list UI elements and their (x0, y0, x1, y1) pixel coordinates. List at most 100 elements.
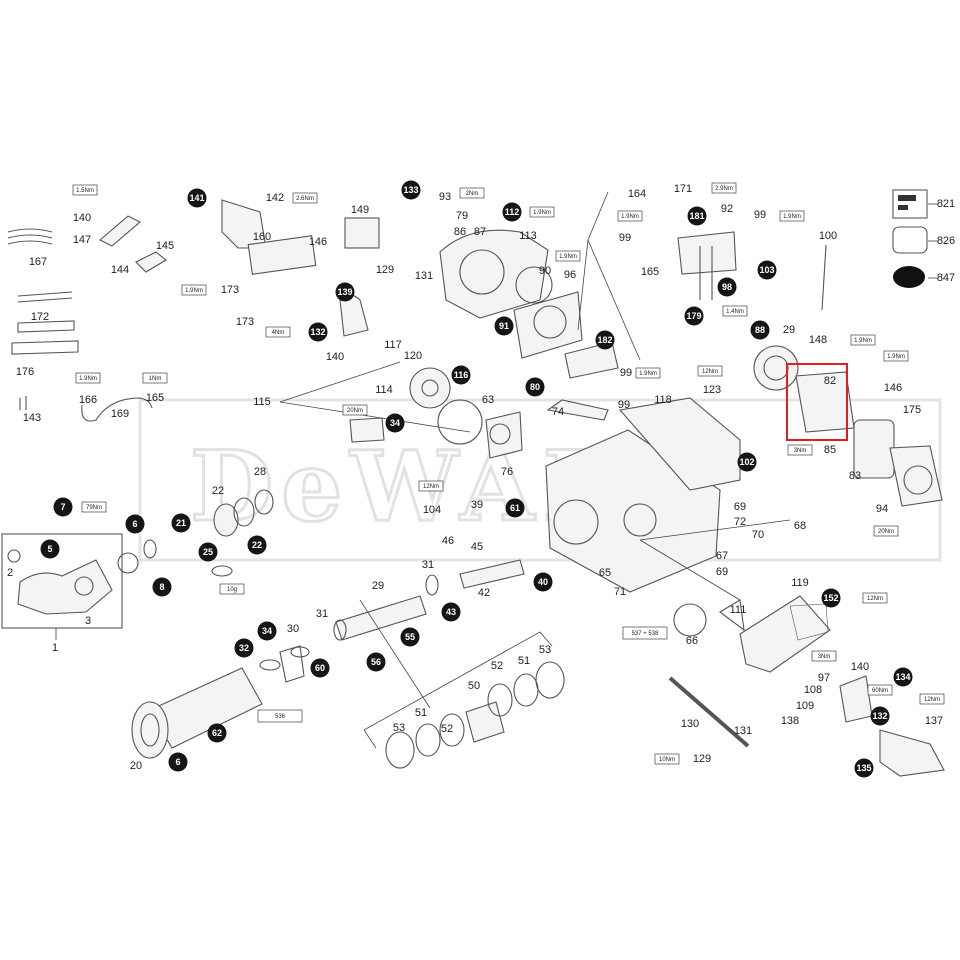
part-label: 109 (796, 700, 814, 712)
torque-value: 3Nm (818, 654, 831, 660)
callout-badge (53, 497, 73, 517)
callout-marker[interactable]: 8 (152, 577, 172, 597)
callout-marker[interactable]: 60 (310, 658, 330, 678)
torque-value: 1.5Nm (76, 188, 94, 194)
part-label: 140 (851, 661, 869, 673)
callout-marker[interactable]: 152 (821, 588, 841, 608)
callout-marker[interactable]: 182 (595, 330, 615, 350)
callout-marker[interactable]: 6 (168, 752, 188, 772)
callout-badge (335, 282, 355, 302)
torque-box (635, 367, 661, 379)
leader-ring (359, 599, 431, 709)
callout-marker[interactable]: 112 (502, 202, 522, 222)
callout-marker[interactable]: 91 (494, 316, 514, 336)
callout-marker[interactable]: 88 (750, 320, 770, 340)
callout-marker[interactable]: 25 (198, 542, 218, 562)
part-label: 31 (316, 608, 328, 620)
callout-marker[interactable]: 21 (171, 513, 191, 533)
callout-badge (821, 588, 841, 608)
part-label: 104 (423, 504, 441, 516)
torque-box (181, 284, 207, 296)
part-label: 99 (620, 367, 632, 379)
torque-note: 1.9Nm (529, 206, 555, 218)
torque-value: 1.9Nm (79, 376, 97, 382)
torque-value: 1.9Nm (185, 288, 203, 294)
callout-number: 5 (47, 544, 52, 554)
part-label: 53 (539, 644, 551, 656)
callout-number: 181 (689, 211, 704, 221)
callout-marker[interactable]: 116 (451, 365, 471, 385)
callout-marker[interactable]: 32 (234, 638, 254, 658)
callout-marker[interactable]: 132 (308, 322, 328, 342)
part-label: 169 (111, 408, 129, 420)
callout-marker[interactable]: 43 (441, 602, 461, 622)
callout-number: 132 (872, 711, 887, 721)
torque-note: 1.9Nm (617, 210, 643, 222)
part-label: 117 (384, 339, 402, 351)
torque-notes: 1.5Nm2.6Nm1.9Nm4Nm2Nm1.9Nm1.9Nm2.9Nm1.9N… (72, 182, 945, 765)
barrel-drawing (131, 646, 310, 759)
part-label: 173 (221, 284, 239, 296)
callout-badge (757, 260, 777, 280)
callout-marker[interactable]: 62 (207, 723, 227, 743)
callout-marker[interactable]: 55 (400, 627, 420, 647)
callout-marker[interactable]: 34 (257, 621, 277, 641)
callout-marker[interactable]: 133 (401, 180, 421, 200)
highlight-box[interactable] (786, 363, 848, 441)
callout-marker[interactable]: 132 (870, 706, 890, 726)
part-label: 129 (693, 753, 711, 765)
callout-marker[interactable]: 179 (684, 306, 704, 326)
torque-note: 2.9Nm (711, 182, 737, 194)
torque-box (81, 501, 107, 513)
torque-note: 3Nm (811, 650, 837, 662)
callout-badge (310, 658, 330, 678)
callout-badge (187, 188, 207, 208)
torque-box (697, 365, 723, 377)
part-label: 69 (716, 566, 728, 578)
torque-box (219, 583, 245, 595)
callout-number: 134 (895, 672, 910, 682)
callout-marker[interactable]: 56 (366, 652, 386, 672)
callout-marker[interactable]: 134 (893, 667, 913, 687)
callout-marker[interactable]: 103 (757, 260, 777, 280)
callout-badge (207, 723, 227, 743)
torque-value: 10Nm (659, 757, 675, 763)
callout-marker[interactable]: 102 (737, 452, 757, 472)
callout-number: 22 (252, 540, 262, 550)
part-label: 94 (876, 503, 888, 515)
callout-marker[interactable]: 139 (335, 282, 355, 302)
callout-number: 141 (189, 193, 204, 203)
torque-note: 2.6Nm (292, 192, 318, 204)
callout-marker[interactable]: 61 (505, 498, 525, 518)
part-label: 114 (375, 384, 393, 396)
callout-marker[interactable]: 7 (53, 497, 73, 517)
main-housing-drawing (545, 397, 741, 593)
callout-badge (525, 377, 545, 397)
torque-value: 2Nm (466, 191, 479, 197)
part-label: 165 (146, 392, 164, 404)
torque-value: 12Nm (702, 369, 718, 375)
callout-marker[interactable]: 22 (247, 535, 267, 555)
torque-note: 79Nm (81, 501, 107, 513)
torque-box (459, 187, 485, 199)
callout-number: 139 (337, 287, 352, 297)
part-label: 46 (442, 535, 454, 547)
part-label: 108 (804, 684, 822, 696)
callout-badge (441, 602, 461, 622)
callout-marker[interactable]: 5 (40, 539, 60, 559)
torque-value: 12Nm (924, 697, 940, 703)
part-label: 68 (794, 520, 806, 532)
callout-marker[interactable]: 6 (125, 514, 145, 534)
callout-number: 60 (315, 663, 325, 673)
callout-marker[interactable]: 40 (533, 572, 553, 592)
callout-marker[interactable]: 34 (385, 413, 405, 433)
torque-box (811, 650, 837, 662)
callout-marker[interactable]: 98 (717, 277, 737, 297)
callout-marker[interactable]: 135 (854, 758, 874, 778)
part-label: 22 (212, 485, 224, 497)
callout-marker[interactable]: 181 (687, 206, 707, 226)
callout-marker[interactable]: 141 (187, 188, 207, 208)
torque-note: 3Nm (787, 444, 813, 456)
callout-marker[interactable]: 80 (525, 377, 545, 397)
